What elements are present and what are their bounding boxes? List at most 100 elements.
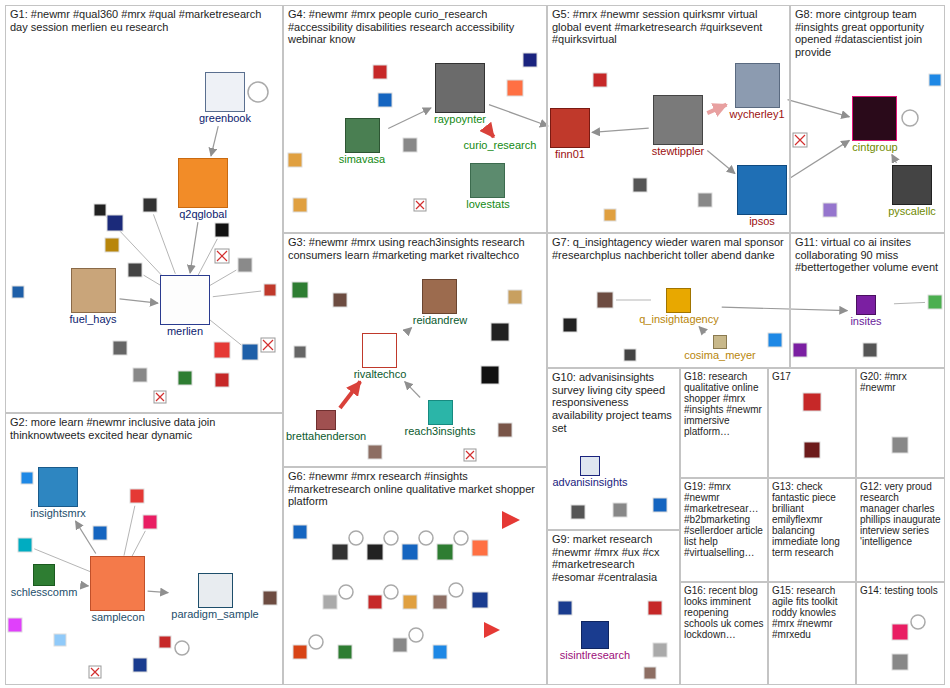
account-icon <box>892 624 908 640</box>
self-loop <box>384 531 398 545</box>
account-label: pyscalellc <box>887 205 937 217</box>
account-icon <box>804 442 820 458</box>
account-icon <box>333 293 347 307</box>
avatar-image <box>428 400 453 425</box>
self-loop <box>454 531 468 545</box>
arrow-mark <box>484 622 500 638</box>
account-label: simavasa <box>338 153 386 165</box>
account-icon <box>128 263 142 277</box>
account-icon <box>508 290 522 304</box>
account-label: lovestats <box>465 198 510 210</box>
account-icon <box>293 645 307 659</box>
group-box: G18: research qualitative online shopper… <box>680 368 768 478</box>
account-icon <box>143 198 157 212</box>
account-icon <box>264 284 276 296</box>
account-icon <box>215 223 229 237</box>
mention-edge <box>489 105 548 126</box>
account-icon <box>368 445 382 459</box>
group-heading: G4: #newmr #mrx people curio_research #a… <box>284 6 546 48</box>
account-icon <box>402 544 418 560</box>
group-heading: G13: check fantastic piece brilliant emi… <box>769 479 855 560</box>
account-icon <box>93 526 107 540</box>
account-icon <box>563 318 577 332</box>
account-icon <box>472 540 488 556</box>
self-loop <box>902 110 918 126</box>
account-icon <box>498 423 512 437</box>
avatar-image <box>71 268 116 313</box>
account-label: brettahenderson <box>285 430 367 442</box>
account-icon <box>613 503 627 517</box>
account-icon <box>571 505 585 519</box>
account-icon <box>21 472 33 484</box>
account-icon <box>18 538 32 552</box>
tie-line <box>894 302 925 303</box>
account-node: greenbook <box>198 72 252 124</box>
account-icon <box>293 645 307 659</box>
account-icon <box>624 349 636 361</box>
account-icon <box>403 138 417 152</box>
broken-image <box>464 449 476 461</box>
account-label: curio_research <box>463 139 538 151</box>
account-icon <box>130 489 144 503</box>
account-node: advanisinsights <box>551 456 628 488</box>
mention-edge <box>707 105 726 114</box>
account-icon <box>403 138 417 152</box>
tie-line <box>131 531 145 558</box>
account-icon <box>288 153 302 167</box>
group-box: G17 <box>768 368 856 478</box>
self-loop <box>902 110 918 126</box>
mention-edge <box>405 382 420 398</box>
self-loop <box>339 585 353 599</box>
account-node: samplecon <box>90 556 145 623</box>
mention-edge <box>788 100 850 117</box>
self-loop <box>248 82 268 102</box>
account-icon <box>54 634 66 646</box>
avatar-image <box>735 63 780 108</box>
account-icon <box>403 595 417 609</box>
account-icon <box>264 284 276 296</box>
account-icon <box>21 472 33 484</box>
account-icon <box>263 591 277 605</box>
account-icon <box>481 366 499 384</box>
account-icon <box>472 540 488 556</box>
tie-line <box>124 506 135 556</box>
account-icon <box>633 178 647 192</box>
account-icon <box>433 595 447 609</box>
account-icon <box>892 624 908 640</box>
account-icon <box>130 489 144 503</box>
self-loop <box>349 531 363 545</box>
account-node: rivaltechco <box>353 333 408 380</box>
account-icon <box>768 333 782 347</box>
arrow-mark <box>502 511 520 529</box>
arrow-mark <box>502 511 520 529</box>
broken-image <box>466 451 474 459</box>
account-icon <box>393 638 407 652</box>
avatar-image <box>198 573 233 608</box>
account-icon <box>613 503 627 517</box>
account-node: stewtippler <box>651 95 706 157</box>
mention-edge <box>80 584 88 586</box>
self-loop <box>409 628 423 642</box>
account-icon <box>332 544 348 560</box>
account-icon <box>653 643 667 657</box>
account-icon <box>133 658 147 672</box>
avatar-image <box>422 279 457 314</box>
account-icon <box>263 591 277 605</box>
account-node: ipsos <box>737 165 787 227</box>
account-icon <box>378 93 392 107</box>
broken-image <box>793 133 807 147</box>
account-icon <box>143 198 157 212</box>
account-icon <box>402 544 418 560</box>
account-label: cosima_meyer <box>683 349 757 361</box>
avatar-image <box>713 335 727 349</box>
account-icon <box>498 423 512 437</box>
self-loop <box>339 585 353 599</box>
account-icon <box>107 215 123 231</box>
account-label: finn01 <box>554 148 586 160</box>
account-label: fuel_hays <box>68 313 117 325</box>
mention-edge <box>699 327 705 333</box>
self-loop <box>309 635 323 649</box>
account-icon <box>159 636 171 648</box>
account-icon <box>472 592 488 608</box>
tie-line <box>209 270 236 286</box>
